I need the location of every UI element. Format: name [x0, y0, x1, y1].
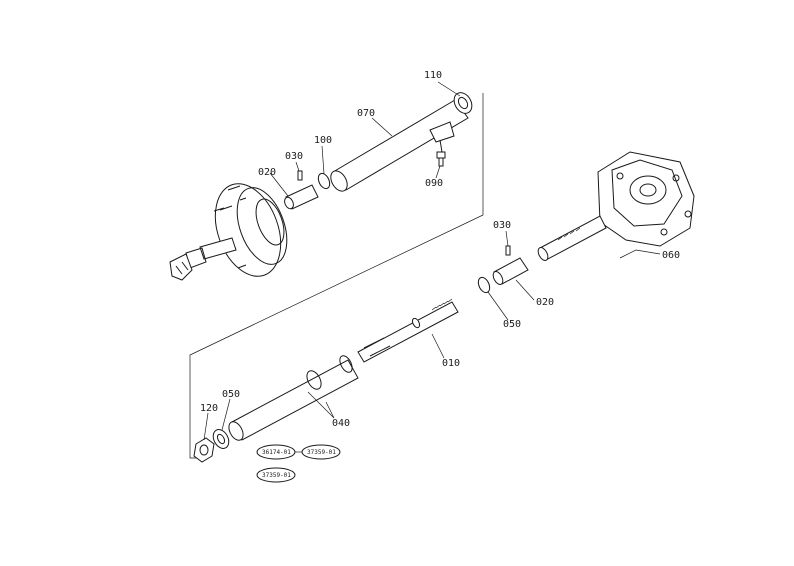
serial-tag-2: 37359-01: [307, 449, 336, 456]
callout-030-lower: 030: [493, 220, 511, 231]
callout-020-upper: 020: [258, 167, 276, 178]
shaft-010: [357, 298, 459, 363]
shaft-040: [228, 355, 359, 441]
callout-060: 060: [662, 250, 680, 261]
serial-tag-3: 37359-01: [262, 472, 291, 479]
serial-tag-1: 36174-01: [262, 449, 291, 456]
serial-tags: 36174-01 37359-01 37359-01: [256, 444, 341, 483]
callout-labels: 110 070 100 030 020 090 030 060 020 050 …: [200, 70, 680, 429]
bearing-050-left: [212, 429, 230, 449]
callout-100: 100: [314, 135, 332, 146]
callout-050-right: 050: [503, 319, 521, 330]
bolt-090: [436, 151, 446, 167]
o-ring-100: [317, 172, 331, 190]
sleeve-020-lower: [492, 257, 529, 285]
callout-050-left: 050: [222, 389, 240, 400]
flange-housing: [169, 183, 288, 281]
callout-110: 110: [424, 70, 442, 81]
gearbox-060: [537, 151, 695, 261]
column-tube-070: [330, 99, 469, 192]
callout-040: 040: [332, 418, 350, 429]
callout-020-lower: 020: [536, 297, 554, 308]
callout-070: 070: [357, 108, 375, 119]
nut-120: [193, 437, 215, 463]
pin-030-upper: [297, 170, 303, 181]
bearing-110: [453, 92, 473, 114]
callout-030-upper: 030: [285, 151, 303, 162]
o-ring-050-right: [477, 276, 491, 294]
callout-120: 120: [200, 403, 218, 414]
pin-030-lower: [505, 245, 511, 256]
callout-010: 010: [442, 358, 460, 369]
serial-tag-3-oval: [256, 467, 296, 483]
leader-lines: [203, 81, 661, 441]
sleeve-020-upper: [284, 184, 319, 210]
assembly-frame: [189, 93, 484, 459]
callout-090: 090: [425, 178, 443, 189]
